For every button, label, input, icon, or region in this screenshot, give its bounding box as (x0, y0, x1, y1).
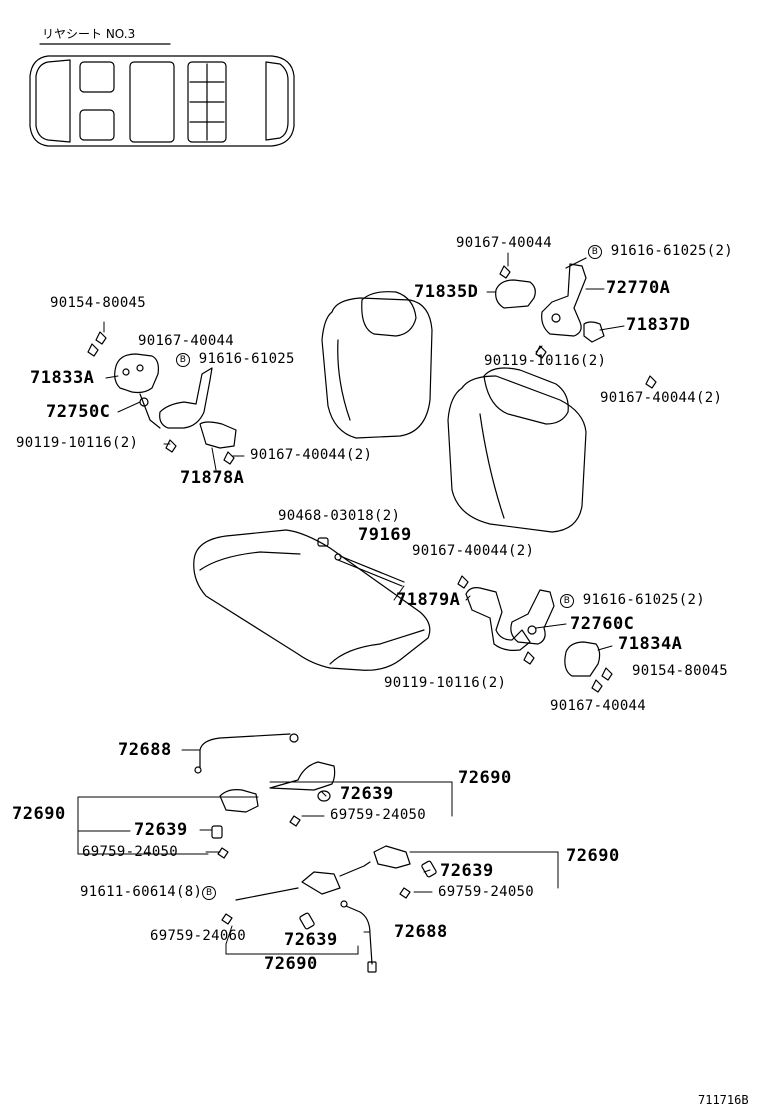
part-90119-10116-2: 90119-10116(2) (16, 435, 139, 451)
part-90167-40044-2: 90167-40044(2) (250, 447, 373, 463)
part-72639: 72639 (134, 820, 188, 840)
part-91616-61025-2: B 91616-61025(2) (588, 244, 733, 259)
part-72690: 72690 (12, 804, 66, 824)
part-69759-24050: 69759-24050 (438, 884, 535, 900)
rod-79169 (317, 537, 405, 587)
part-71833A: 71833A (30, 368, 95, 388)
mid-right-hinge-assembly (457, 575, 613, 693)
part-90154-80045: 90154-80045 (632, 663, 729, 679)
part-90167-40044-2: 90167-40044(2) (412, 543, 535, 559)
part-69759-24050: 69759-24050 (82, 844, 179, 860)
part-71834A: 71834A (618, 634, 683, 654)
bolt-b-icon: B (202, 886, 217, 900)
part-71878A: 71878A (180, 468, 245, 488)
bolt-b-icon: B (176, 353, 190, 367)
part-72688: 72688 (394, 922, 448, 942)
part-72690: 72690 (566, 846, 620, 866)
part-90119-10116-2: 90119-10116(2) (484, 353, 607, 369)
part-90468-03018-2: 90468-03018(2) (278, 508, 401, 524)
part-90167-40044: 90167-40044 (138, 333, 235, 349)
part-91616-61025: B 91616-61025 (176, 352, 295, 367)
top-right-hinge-assembly (495, 257, 657, 389)
part-79169: 79169 (358, 525, 412, 545)
seat-cushion (193, 529, 431, 671)
seat-back-right (447, 367, 587, 533)
part-91611-60614-8: 91611-60614(8)B (80, 885, 217, 900)
part-69759-24050: 69759-24050 (330, 807, 427, 823)
part-72750C: 72750C (46, 402, 111, 422)
part-72770A: 72770A (606, 278, 671, 298)
part-72760C: 72760C (570, 614, 635, 634)
part-72688: 72688 (118, 740, 172, 760)
reference-code: 711716B (698, 1093, 749, 1107)
part-72690: 72690 (264, 954, 318, 974)
seat-back-left (321, 291, 433, 439)
part-90154-80045: 90154-80045 (50, 295, 147, 311)
part-72639: 72639 (340, 784, 394, 804)
part-72639: 72639 (284, 930, 338, 950)
part-69759-24060: 69759-24060 (150, 928, 247, 944)
leader-lines (77, 252, 625, 955)
part-71835D: 71835D (414, 282, 479, 302)
vehicle-outline (29, 55, 295, 147)
part-71837D: 71837D (626, 315, 691, 335)
part-90167-40044-2: 90167-40044(2) (600, 390, 723, 406)
part-90167-40044: 90167-40044 (550, 698, 647, 714)
part-72639: 72639 (440, 861, 494, 881)
part-90119-10116-2: 90119-10116(2) (384, 675, 507, 691)
left-hinge-assembly (87, 331, 237, 465)
bolt-b-icon: B (560, 594, 574, 608)
page-title: リヤシート NO.3 (42, 27, 136, 41)
part-71879A: 71879A (396, 590, 461, 610)
part-91616-61025-2: B 91616-61025(2) (560, 593, 705, 608)
part-90167-40044: 90167-40044 (456, 235, 553, 251)
bolt-b-icon: B (588, 245, 602, 259)
part-72690: 72690 (458, 768, 512, 788)
